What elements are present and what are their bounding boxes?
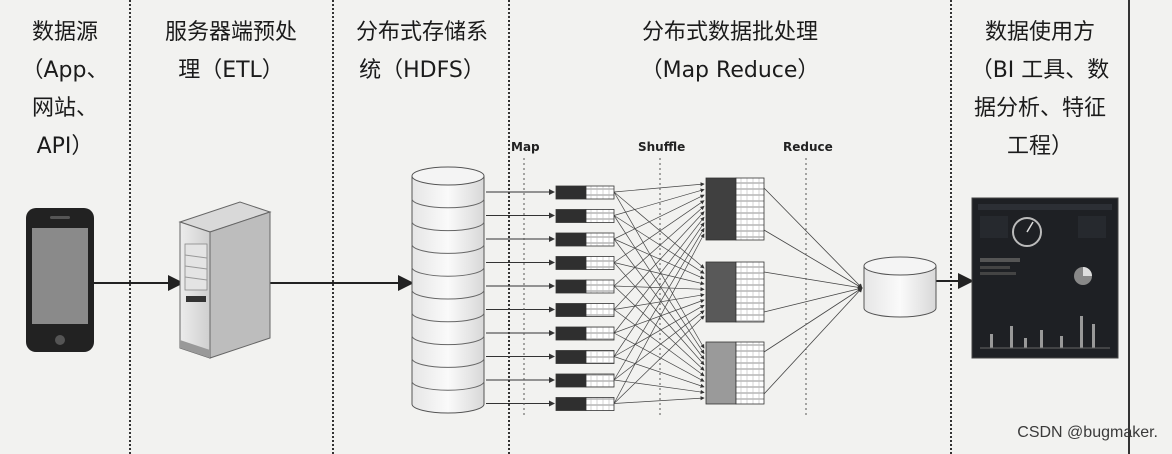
map-block: [555, 303, 587, 317]
map-block: [555, 279, 587, 294]
shuffle-line: [613, 310, 705, 381]
shuffle-line: [613, 299, 705, 334]
map-output: [585, 397, 615, 411]
map-output: [585, 209, 615, 223]
hdfs-top: [411, 166, 485, 186]
shuffle-line: [613, 215, 705, 274]
map-output: [585, 303, 615, 317]
title-etl: 服务器端预处 理（ETL）: [164, 20, 297, 83]
reduce-to-db-line: [763, 286, 863, 313]
separator-4: [950, 0, 952, 454]
title-data-source: 数据源 （App、 网站、 API）: [21, 20, 109, 159]
shuffle-line: [613, 191, 705, 349]
reducer-block: [705, 341, 737, 405]
hdfs-layer-line: [411, 267, 485, 277]
hdfs-layer-line: [411, 221, 485, 232]
label-map: Map: [511, 140, 540, 154]
hdfs-layer-line: [411, 289, 485, 300]
map-block: [555, 232, 587, 247]
shuffle-line: [613, 227, 705, 381]
right-border: [1128, 0, 1130, 454]
shuffle-line: [613, 315, 705, 404]
map-output: [585, 232, 615, 247]
map-block: [555, 185, 587, 200]
dashboard-icon: [971, 197, 1119, 359]
shuffle-line: [613, 285, 705, 292]
reduce-to-db-line: [763, 287, 863, 353]
reduce-to-db-line: [763, 187, 863, 289]
map-block: [555, 209, 587, 223]
reducer-block: [705, 261, 737, 323]
shuffle-line: [613, 396, 705, 404]
reducer-output: [735, 261, 765, 323]
hdfs-storage-icon: [411, 166, 485, 414]
reducer-output: [735, 341, 765, 405]
shuffle-line: [613, 188, 705, 216]
map-block: [555, 326, 587, 341]
shuffle-line: [613, 238, 705, 280]
hdfs-layer-line: [411, 335, 485, 346]
shuffle-line: [613, 332, 705, 382]
shuffle-line: [613, 194, 705, 240]
server-icon: [178, 201, 272, 359]
shuffle-line: [613, 356, 705, 388]
watermark-text: CSDN @bugmaker.: [1017, 424, 1158, 441]
hdfs-layer-line: [411, 244, 485, 254]
separator-2: [332, 0, 334, 454]
hdfs-body: [411, 176, 485, 414]
shuffle-line: [613, 293, 705, 310]
hdfs-layer-line: [411, 381, 485, 391]
label-reduce: Reduce: [783, 140, 833, 154]
shuffle-line: [613, 304, 705, 357]
separator-3: [508, 0, 510, 454]
shuffle-line: [613, 262, 705, 366]
hdfs-layer-line: [411, 198, 485, 209]
database-output-icon: [863, 256, 937, 318]
hdfs-layer-line: [411, 312, 485, 323]
reduce-to-db-line: [763, 287, 863, 395]
map-block: [555, 397, 587, 411]
shuffle-line: [613, 215, 705, 355]
shuffle-line: [613, 285, 705, 371]
separator-1: [129, 0, 131, 454]
map-output: [585, 256, 615, 270]
shuffle-line: [613, 182, 705, 193]
map-output: [585, 326, 615, 341]
map-output: [585, 350, 615, 364]
shuffle-line: [613, 262, 705, 286]
shuffle-line: [613, 309, 705, 377]
map-output: [585, 279, 615, 294]
shuffle-line: [613, 233, 705, 404]
phone-icon: [26, 208, 94, 352]
shuffle-line: [613, 200, 705, 263]
reduce-to-db-line: [763, 271, 863, 290]
label-shuffle: Shuffle: [638, 140, 686, 154]
title-data-consumer: 数据使用方 （BI 工具、数 据分析、特征 工程）: [970, 20, 1110, 159]
map-block: [555, 256, 587, 270]
reducer-block: [705, 177, 737, 241]
map-output: [585, 185, 615, 200]
map-output: [585, 373, 615, 388]
shuffle-line: [613, 238, 705, 360]
shuffle-line: [613, 191, 705, 269]
mapreduce-graphics: [486, 177, 863, 411]
title-mapreduce: 分布式数据批处理 （Map Reduce）: [640, 20, 820, 83]
shuffle-line: [613, 379, 705, 395]
shuffle-line: [613, 211, 705, 310]
reducer-output: [735, 177, 765, 241]
shuffle-line: [613, 216, 705, 334]
title-hdfs: 分布式存储系 统（HDFS）: [355, 20, 488, 83]
shuffle-line: [613, 222, 705, 357]
map-block: [555, 350, 587, 364]
reduce-to-db-line: [763, 229, 863, 289]
map-block: [555, 373, 587, 388]
hdfs-layer-line: [411, 358, 485, 368]
shuffle-line: [613, 205, 705, 287]
